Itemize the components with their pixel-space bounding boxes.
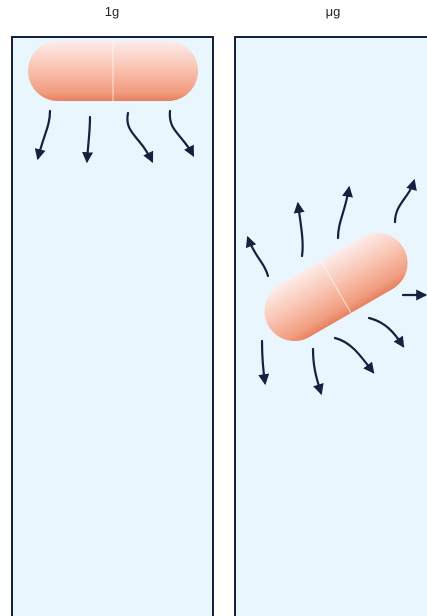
label-1g: 1g [104, 4, 120, 19]
curved-arrow-icon [367, 316, 405, 348]
curved-arrow-icon [168, 109, 195, 157]
curved-arrow-icon [245, 235, 270, 278]
curved-arrow-icon [293, 201, 305, 258]
curved-arrow-icon [126, 111, 154, 163]
curved-arrow-icon [82, 115, 94, 164]
curved-arrow-icon [258, 339, 270, 386]
curved-arrow-icon [336, 185, 353, 240]
curved-arrow-icon [333, 336, 375, 374]
chamber-microgravity [234, 36, 427, 616]
label-microgravity: μg [325, 4, 341, 19]
chamber-1g [11, 36, 214, 616]
capsule-icon [264, 233, 408, 341]
curved-arrow-icon [393, 178, 417, 224]
curved-arrow-icon [311, 347, 324, 396]
capsule-icon [28, 41, 198, 101]
curved-arrow-icon [34, 109, 52, 161]
